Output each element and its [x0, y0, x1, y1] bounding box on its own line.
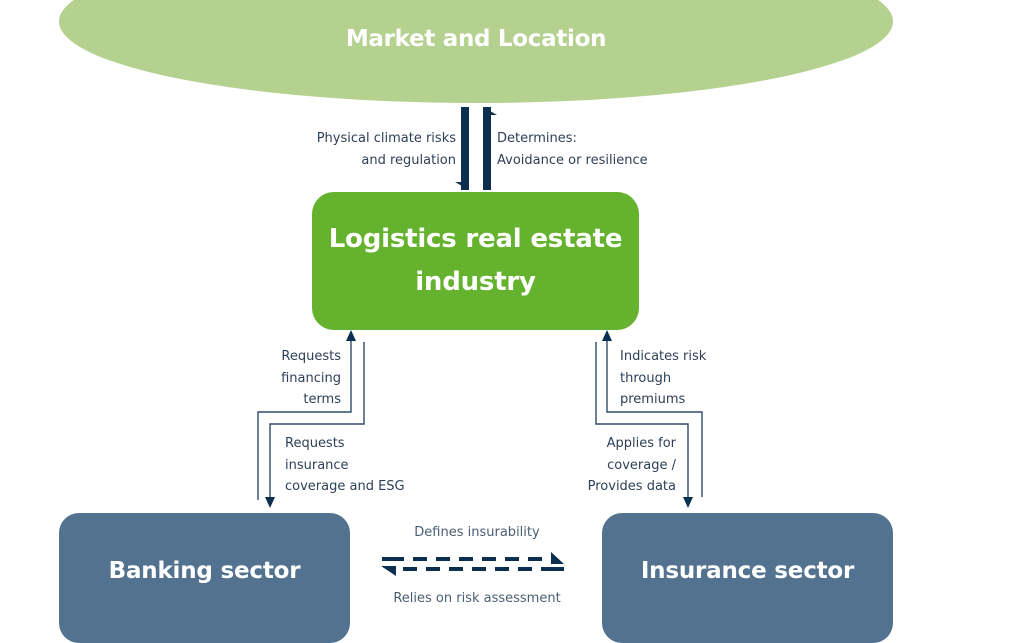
label-line: Physical climate risks — [316, 131, 456, 146]
arrow-market-to-logistics — [455, 107, 469, 190]
arrowhead-down-icon — [455, 182, 469, 190]
edge-label-physical-climate-risks: Physical climate risks and regulation — [300, 128, 456, 171]
dashed-arrow-bank-to-insurance — [390, 552, 564, 571]
arrowhead-right-icon — [551, 552, 564, 564]
arrowhead-down-icon — [683, 497, 693, 508]
logistics-real-estate-label: Logistics real estate industry — [328, 224, 623, 297]
edge-label-determines: Determines: Avoidance or resilience — [497, 128, 648, 171]
logistics-real-estate-node: Logistics real estate industry — [312, 192, 639, 330]
connectors — [257, 107, 703, 576]
arrowhead-up-icon — [346, 330, 356, 341]
edge-label-relies-on-risk: Relies on risk assessment — [393, 591, 561, 606]
banking-sector-label: Banking sector — [108, 558, 301, 584]
label-line: coverage and ESG — [285, 479, 405, 494]
label-line: Requests — [281, 349, 341, 364]
edge-label-defines-insurability: Defines insurability — [414, 525, 540, 540]
label-line: Provides data — [587, 479, 676, 494]
arrowhead-up-icon — [602, 330, 612, 341]
arrowhead-up-icon — [483, 107, 497, 115]
label-line: financing — [281, 370, 341, 386]
arrow-insurance-to-logistics — [602, 330, 703, 497]
market-and-location-label: Market and Location — [345, 26, 607, 52]
edge-label-requests-insurance: Requests insurance coverage and ESG — [285, 433, 405, 498]
arrow-logistics-to-bank — [265, 342, 365, 508]
label-line: through — [620, 370, 672, 386]
label-line: Applies for — [606, 436, 676, 451]
edge-label-requests-financing: Requests financing terms — [240, 346, 341, 411]
arrowhead-down-icon — [265, 497, 275, 508]
arrow-bank-to-logistics — [257, 330, 356, 500]
label-line: premiums — [620, 392, 686, 407]
arrow-logistics-to-market — [483, 107, 497, 190]
dashed-arrow-insurance-to-bank — [381, 557, 553, 576]
edge-label-indicates-risk: Indicates risk through premiums — [620, 346, 706, 411]
label-line: insurance — [285, 457, 349, 473]
arrowhead-left-icon — [381, 566, 396, 576]
label-line: coverage / — [607, 457, 676, 473]
insurance-sector-label: Insurance sector — [640, 558, 855, 584]
label-line: terms — [303, 392, 341, 407]
edge-label-applies-for-coverage: Applies for coverage / Provides data — [560, 433, 676, 498]
label-line: Requests — [285, 436, 345, 451]
insurance-sector-node: Insurance sector — [602, 513, 893, 643]
label-line: Indicates risk — [620, 349, 707, 364]
label-line: and regulation — [361, 152, 456, 168]
arrow-logistics-to-insurance — [595, 342, 693, 508]
label-line: Determines: — [497, 131, 577, 146]
banking-sector-node: Banking sector — [59, 513, 350, 643]
label-line: Avoidance or resilience — [497, 152, 648, 168]
